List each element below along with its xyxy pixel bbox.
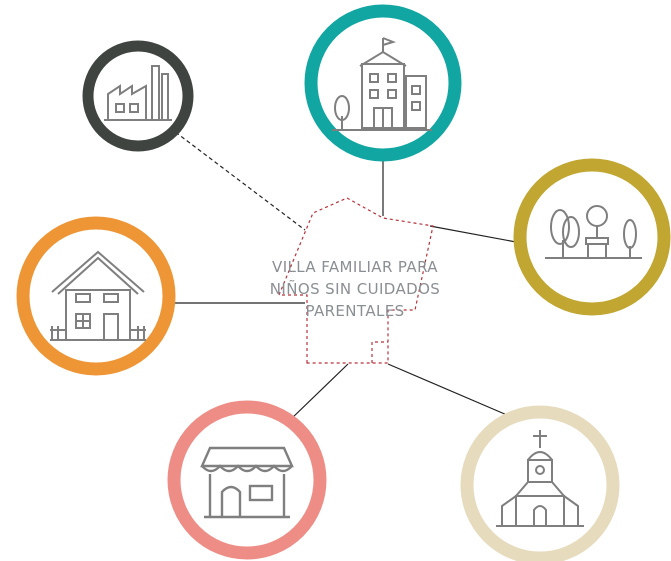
center-title: VILLA FAMILIAR PARA NIÑOS SIN CUIDADOS P… xyxy=(250,256,460,322)
house-icon xyxy=(50,250,146,341)
center-title-line-2: NIÑOS SIN CUIDADOS xyxy=(269,280,441,298)
house-node[interactable] xyxy=(16,216,176,376)
shop-node[interactable] xyxy=(167,400,327,560)
connector-factory xyxy=(169,127,306,231)
shop-store-icon xyxy=(200,446,294,519)
church-icon xyxy=(496,430,584,527)
church-ring xyxy=(460,405,620,561)
center-title-line-1: VILLA FAMILIAR PARA xyxy=(272,258,438,276)
factory-ring xyxy=(82,40,194,152)
school-building-icon xyxy=(332,37,432,131)
factory-icon xyxy=(104,65,172,121)
park-trees-bench-icon xyxy=(545,205,642,259)
shop-ring xyxy=(167,400,327,560)
connector-park xyxy=(429,225,517,243)
house-ring xyxy=(16,216,176,376)
school-ring xyxy=(304,4,462,162)
church-node[interactable] xyxy=(460,405,620,561)
center-house-outline xyxy=(278,197,434,364)
connector-shop xyxy=(289,363,349,421)
factory-node[interactable] xyxy=(82,40,194,152)
park-node[interactable] xyxy=(513,158,671,316)
connectors xyxy=(169,127,517,421)
connector-church xyxy=(387,363,508,416)
school-node[interactable] xyxy=(304,4,462,162)
center-title-line-3: PARENTALES xyxy=(305,302,405,320)
